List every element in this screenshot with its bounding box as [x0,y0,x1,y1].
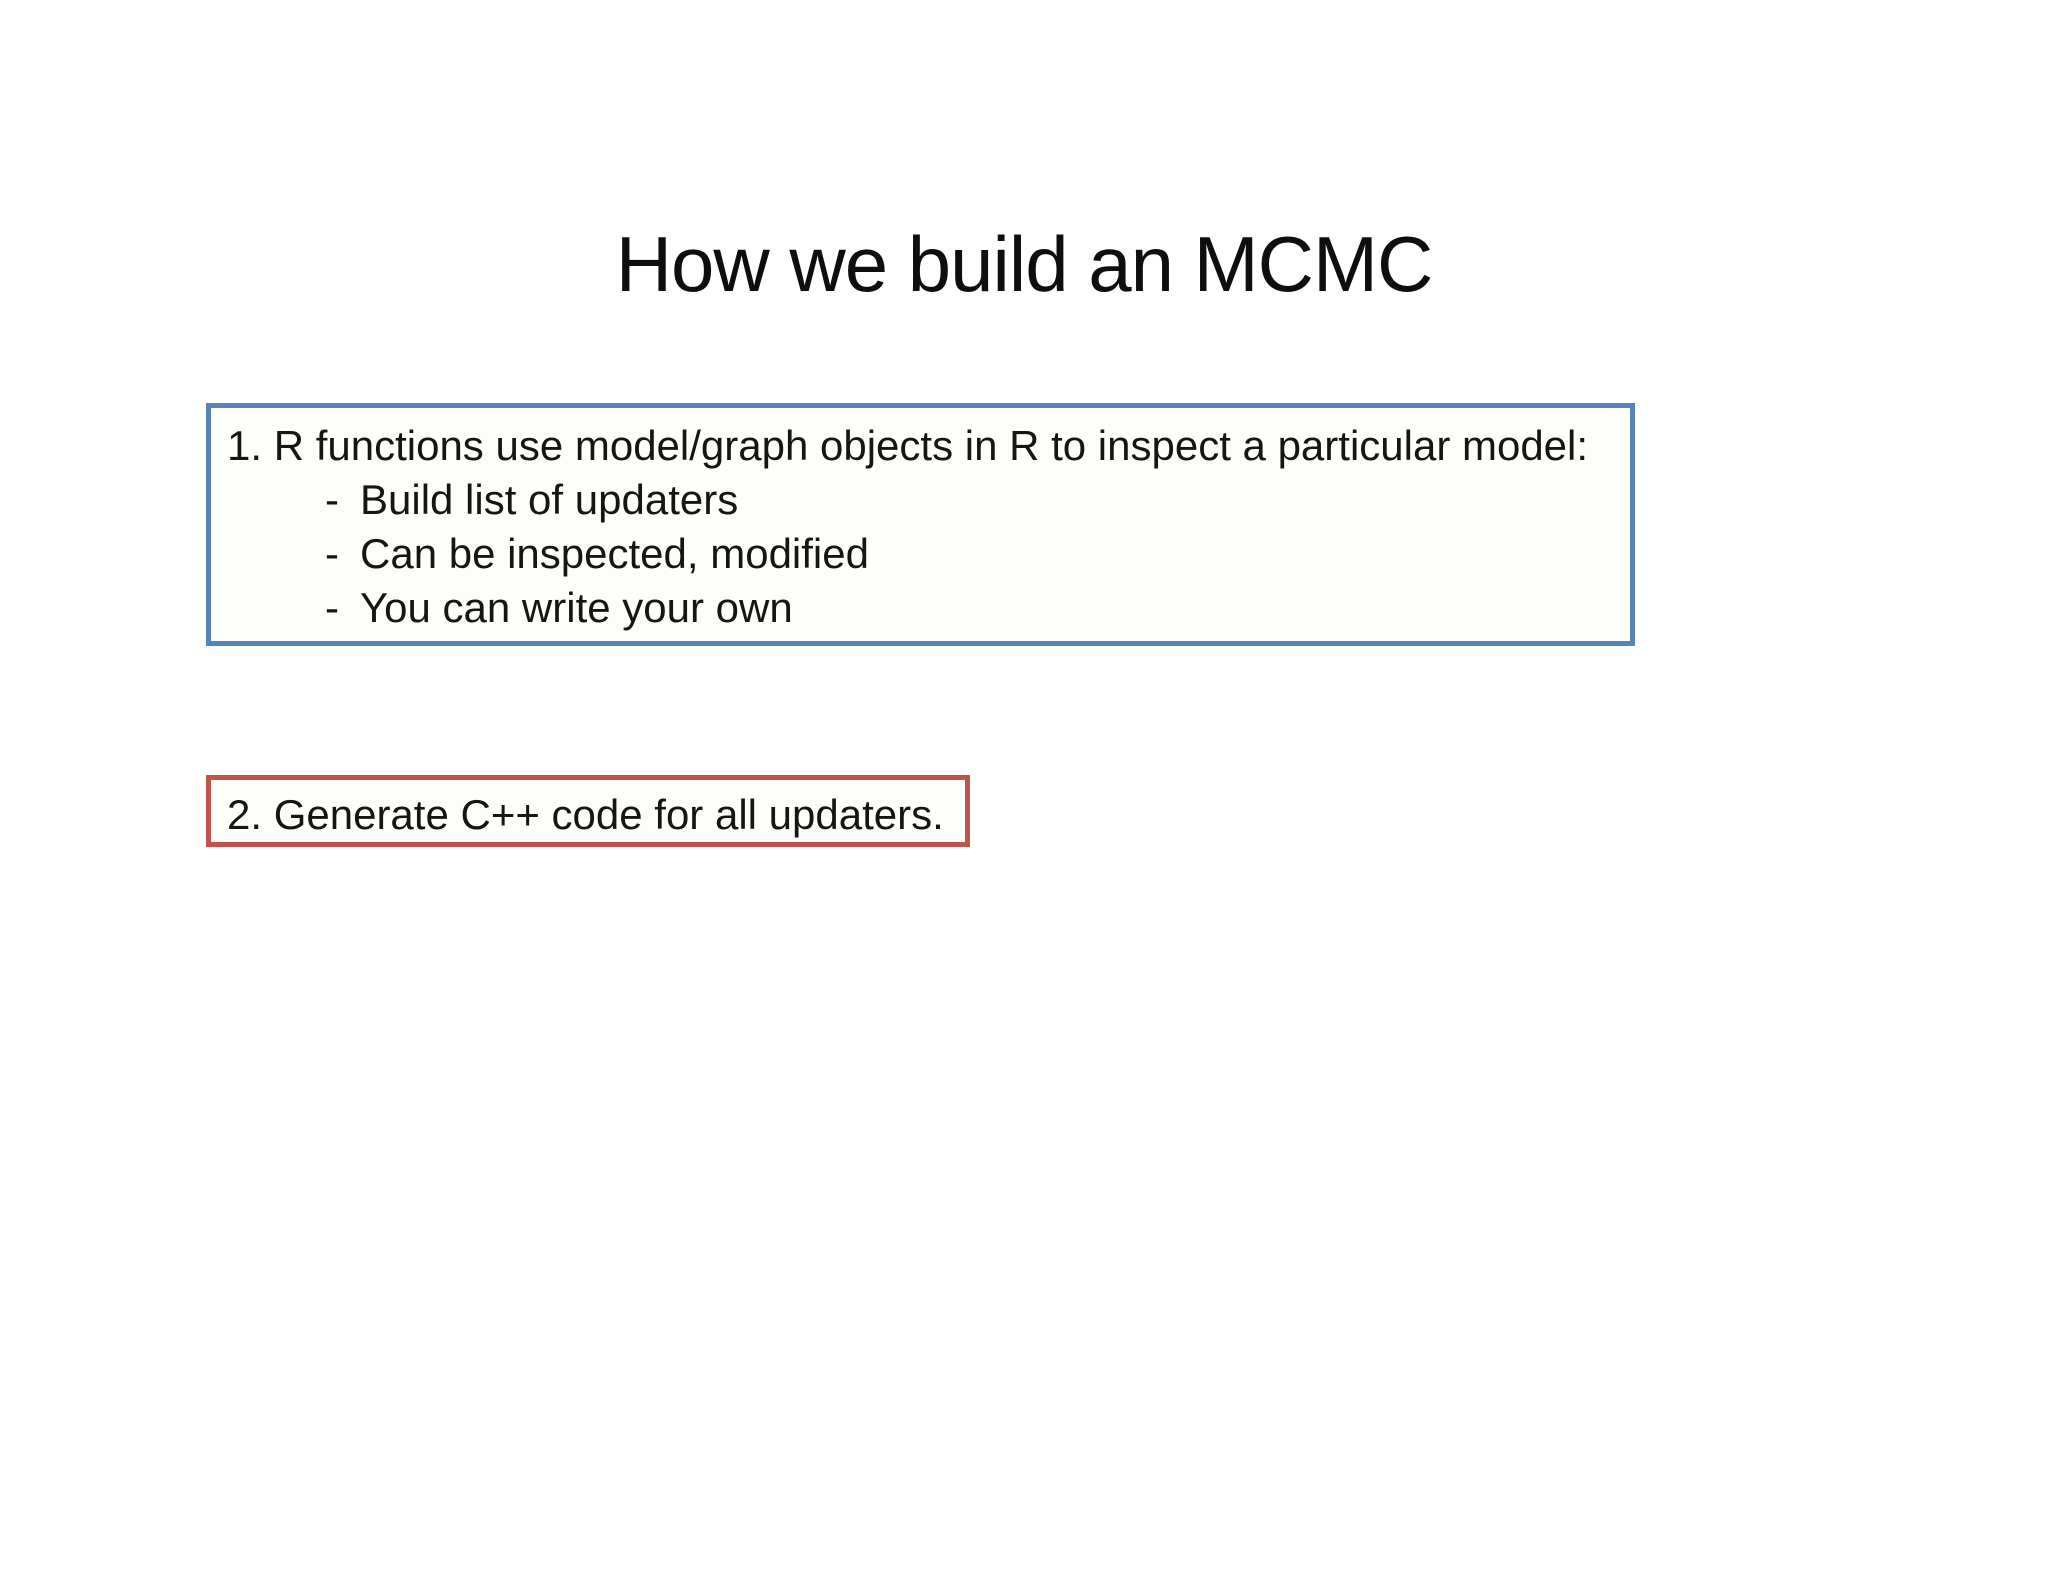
list-dash-marker: - [325,476,339,523]
step1-heading: 1. R functions use model/graph objects i… [227,422,1589,469]
step1-list-item: - You can write your own [325,581,1612,635]
step2-text: 2. Generate C++ code for all updaters. [227,791,944,838]
list-dash-marker: - [325,584,339,631]
slide-title: How we build an MCMC [615,220,1434,308]
step1-box: 1. R functions use model/graph objects i… [206,403,1635,646]
step1-item-label: Build list of updaters [360,476,739,523]
step1-item-label: Can be inspected, modified [360,530,869,577]
step2-box: 2. Generate C++ code for all updaters. [206,775,970,847]
list-dash-marker: - [325,530,339,577]
step1-list-item: - Build list of updaters [325,473,1612,527]
step1-list-item: - Can be inspected, modified [325,527,1612,581]
step1-item-label: You can write your own [360,584,793,631]
